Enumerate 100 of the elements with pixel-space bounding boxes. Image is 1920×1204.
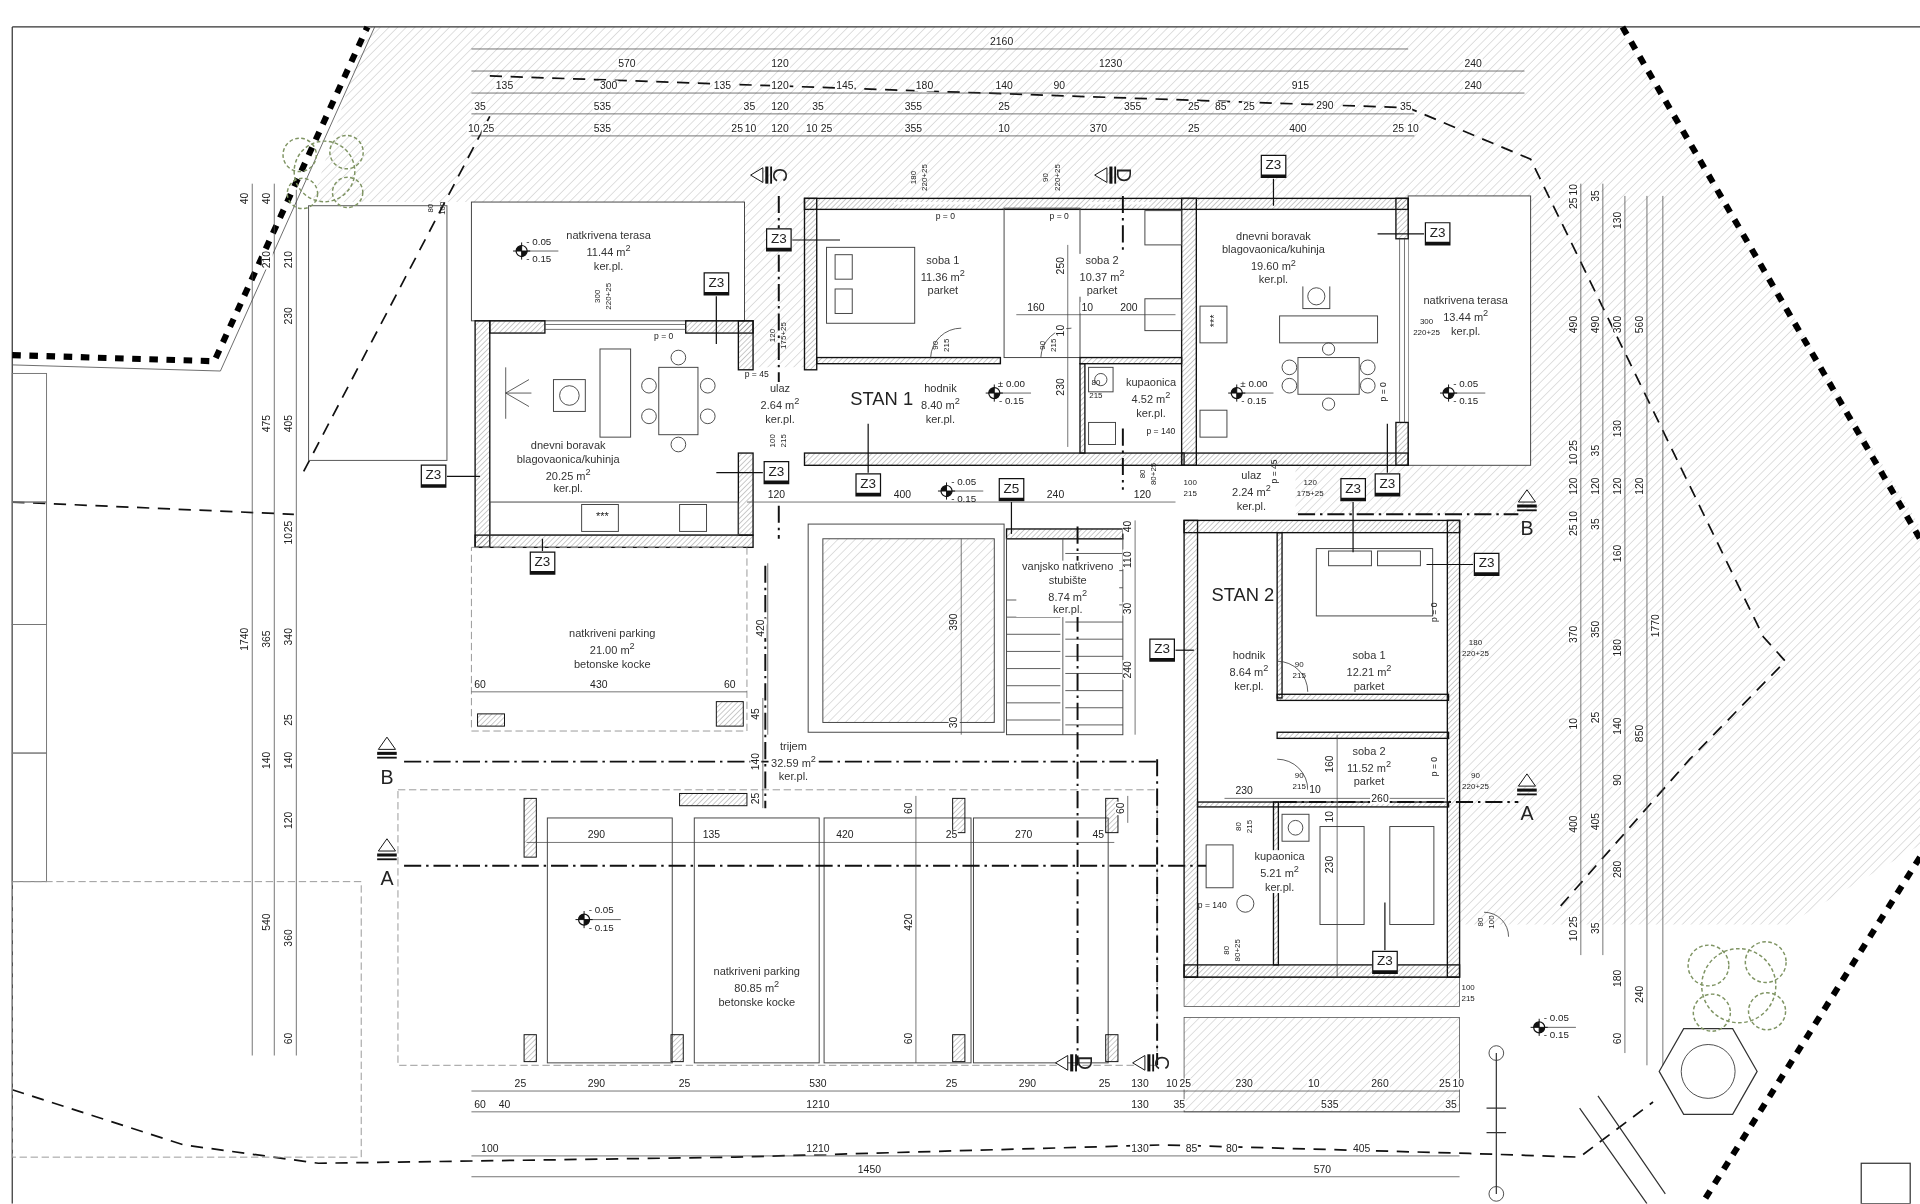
dimension-text: 25 [997,101,1012,112]
dimension-text: 240 [1463,80,1483,91]
wall-type-tag: Z3 [703,272,730,296]
dimension-text: 25 [513,1078,528,1089]
room-label: kupaonica 5.21 m$^{2}$ ker.pl. [1252,850,1308,894]
dimension-text: 400 [1288,123,1308,134]
room-label: ulaz 2.64 m$^{2}$ ker.pl. [758,382,802,426]
dimension-text: 120 [770,101,790,112]
dimension-text: 10 [1308,784,1323,795]
dimension-text: 850 [1634,723,1645,744]
dimension-text: 420 [755,618,766,639]
dimension-text: 290 [586,1078,607,1089]
dimension-text: 400 [892,489,913,500]
dimension-text: 10 [283,531,295,546]
dimension-text: 10 [466,123,481,134]
dimension-text: 25 [944,1078,959,1089]
dimension-text: 40 [261,191,273,206]
dimension-text: 915 [1290,80,1311,91]
sill-height-text: p = 140 [1146,426,1176,436]
dimension-text: 1770 [1650,612,1661,639]
dimension-text: 10 [743,123,758,134]
dimension-text: 180 [1612,637,1623,658]
dimension-text: 10 [804,123,819,134]
dimension-text: 120 [770,80,790,91]
dimension-text: 140 [994,80,1014,91]
room-label: soba 2 11.52 m$^{2}$ parket [1344,744,1394,789]
dimension-text: 210 [261,249,273,270]
dimension-text: 60 [1612,1031,1623,1046]
wall-type-tag: Z3 [1473,552,1500,577]
dimension-text: 230 [1234,785,1254,797]
elevation-text: - 0.05 [526,237,552,248]
dimension-text: 1210 [805,1143,831,1154]
room-label: soba 1 11.36 m$^{2}$ parket [918,253,968,298]
dimension-text: 240 [1463,58,1483,69]
dimension-text: 200 [1119,302,1139,313]
dimension-text: 180 [1612,968,1623,989]
apartment-title: STAN 2 [1211,584,1275,604]
dimension-text: 45 [750,706,761,721]
sill-height-text: p = 45 [744,369,769,378]
dimension-text: 135 [701,829,722,841]
dimension-text: 25 [1590,710,1601,725]
dimension-text: 365 [261,629,273,650]
dimension-text: 25 [1568,438,1579,453]
dimension-text: 120 [1568,476,1579,497]
dimension-text: 35 [1398,101,1413,112]
section-letter: B [1520,519,1534,539]
dimension-text: 120 [1634,476,1645,497]
dimension-text: 140 [750,751,761,772]
dimension-text: 100 [479,1143,500,1154]
dimension-text: 530 [808,1078,828,1089]
dimension-text: 160 [1612,543,1623,564]
dimension-text: 40 [239,191,251,206]
dimension-text: 180 [914,80,935,91]
sill-height-text: p = 0 [1429,602,1439,622]
elevation-text: - 0.05 [951,477,977,488]
leader-line [715,472,764,474]
dimension-text: 110 [1122,550,1133,570]
dimension-text: 60 [473,679,487,690]
dimension-text: 25 [283,713,295,727]
leader-line [1272,178,1275,207]
dimension-text: 25 [1241,101,1256,112]
dimension-text: 1450 [856,1164,883,1175]
dimension-text: 350 [1590,619,1601,640]
dimension-text: 570 [1312,1164,1333,1175]
room-label: vanjsko natkriveno stubište 8.74 m$^{2}$ ker.pl. [1016,560,1120,618]
dimension-text: 135 [712,80,733,91]
dimension-text: 360 [283,928,295,948]
dimension-text: 10 [1164,1078,1179,1089]
dimension-text: 475 [261,413,273,434]
dimension-text: 130 [1130,1143,1150,1154]
dimension-text: 85 [1213,101,1228,112]
dimension-text: 140 [1612,716,1623,737]
dimension-text: 35 [742,101,757,112]
section-letter: A [380,869,394,889]
dimension-text: 25 [944,829,959,841]
dimension-text: 10 [1568,182,1579,197]
dimension-text: 570 [617,58,637,69]
room-label: soba 1 12.21 m$^{2}$ parket [1344,649,1394,693]
dimension-text: 340 [283,626,295,647]
dimension-text: 405 [1351,1143,1372,1154]
dimension-text: 355 [903,123,924,134]
dimension-text: 400 [1568,814,1579,834]
dimension-text: 230 [1055,377,1066,397]
dimension-text: 390 [948,612,960,632]
dimension-text: 60 [903,801,914,816]
dimension-text: 25 [1391,123,1406,134]
dimension-text: 35 [810,101,825,112]
room-label: hodnik 8.40 m$^{2}$ ker.pl. [918,382,963,426]
dimension-text: 25 [730,123,745,134]
dimension-text: 300 [598,80,619,91]
elevation-text: - 0.15 [526,254,552,265]
dimension-text: 140 [261,750,273,771]
sill-height-text: p = 0 [1049,211,1069,220]
dimension-text: 25 [481,123,496,134]
dimension-text: 60 [903,1031,914,1046]
dimension-text: 160 [1026,302,1046,313]
room-label: hodnik 8.64 m$^{2}$ ker.pl. [1227,649,1271,693]
dimension-text: 2160 [988,36,1015,47]
dimension-text: 1210 [805,1099,831,1110]
wall-type-tag: Z3 [1260,154,1287,179]
